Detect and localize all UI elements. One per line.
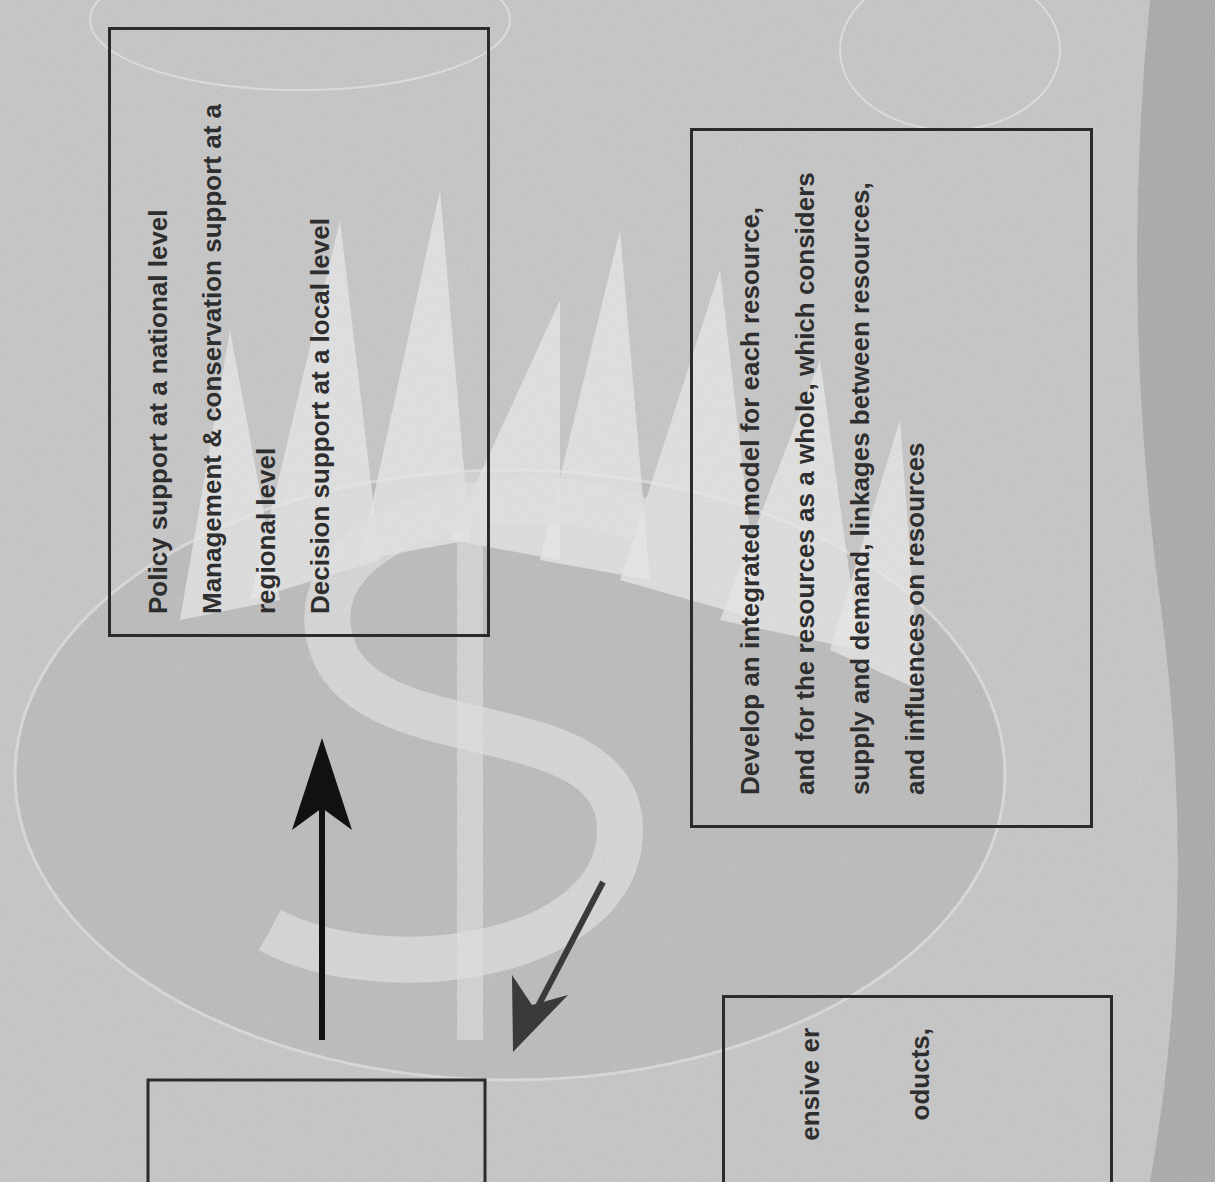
box-text: Decision support at a local level xyxy=(293,54,347,614)
box-text: Develop an integrated model for each res… xyxy=(723,161,943,795)
cut-off-box xyxy=(148,1080,485,1182)
rotated-content: ensive er oducts, xyxy=(725,998,1110,1182)
text-box: Policy support at a national levelManage… xyxy=(108,27,490,637)
rotated-content: Develop an integrated model for each res… xyxy=(693,131,1090,825)
diagonal-arrow-shaft xyxy=(535,882,603,1012)
box-text: ensive er oducts, xyxy=(755,1028,975,1178)
box-text: Policy support at a national level xyxy=(131,54,185,614)
up-arrow-shaft xyxy=(319,800,325,1040)
up-arrow-head xyxy=(292,738,352,830)
rotated-content: Policy support at a national levelManage… xyxy=(111,30,487,634)
box-text: Management & conservation support at a r… xyxy=(185,54,293,614)
text-box: ensive er oducts, xyxy=(722,995,1113,1182)
text-box: Develop an integrated model for each res… xyxy=(690,128,1093,828)
diagonal-arrow-head xyxy=(512,975,568,1052)
